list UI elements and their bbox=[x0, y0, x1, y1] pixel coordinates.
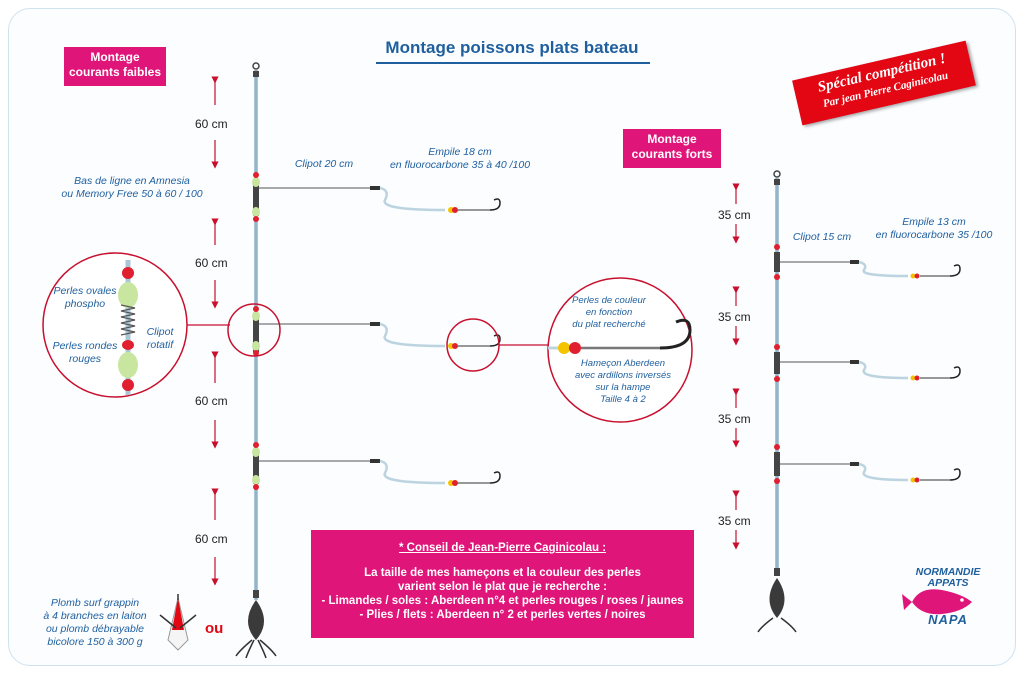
left-branch-1 bbox=[252, 172, 501, 222]
right-rig-heading: Montage courants forts bbox=[623, 129, 721, 168]
left-distance-1: 60 cm bbox=[195, 117, 228, 131]
conseil-line-3: - Limandes / soles : Aberdeen n°4 et per… bbox=[321, 595, 684, 607]
right-distance-4: 35 cm bbox=[718, 514, 751, 528]
left-branch-2 bbox=[252, 306, 501, 356]
page-title: Montage poissons plats bateau bbox=[385, 38, 639, 57]
plomb-label: Plomb surf grappin à 4 branches en laito… bbox=[43, 597, 147, 648]
left-branch-3 bbox=[252, 442, 501, 490]
left-rig-heading: Montage courants faibles bbox=[64, 47, 166, 86]
left-distance-2: 60 cm bbox=[195, 256, 228, 270]
left-clipot-label: Clipot 20 cm bbox=[294, 158, 354, 170]
logo-line-2: APPATS bbox=[927, 577, 969, 589]
right-branch-2 bbox=[774, 344, 961, 382]
left-distance-3: 60 cm bbox=[195, 394, 228, 408]
bas-de-ligne-label: Bas de ligne en Amnesia ou Memory Free 5… bbox=[61, 175, 203, 200]
conseil-line-4: - Plies / flets : Aberdeen n° 2 et perle… bbox=[359, 609, 646, 621]
logo-line-3: NAPA bbox=[928, 612, 968, 627]
conseil-line-1: La taille de mes hameçons et la couleur … bbox=[364, 567, 641, 579]
zoom-right-hook bbox=[446, 277, 693, 423]
right-clipot-label: Clipot 15 cm bbox=[792, 231, 852, 243]
conseil-box: * Conseil de Jean-Pierre Caginicolau : L… bbox=[311, 530, 694, 638]
right-distance-1: 35 cm bbox=[718, 208, 751, 222]
ou-label: ou bbox=[205, 620, 224, 637]
conseil-heading: * Conseil de Jean-Pierre Caginicolau : bbox=[398, 542, 607, 554]
zoom-left-beads bbox=[42, 252, 281, 398]
perles-rondes-label: Perles rondes rouges bbox=[52, 340, 118, 365]
perles-ovales-label: Perles ovales phospho bbox=[53, 285, 117, 310]
clipot-rotatif-label: Clipot rotatif bbox=[146, 326, 174, 351]
logo-line-1: NORMANDIE bbox=[915, 566, 981, 578]
left-sinker bbox=[235, 590, 277, 659]
left-distance-4: 60 cm bbox=[195, 532, 228, 546]
hamecon-label: Hameçon Aberdeen avec ardillons inversés… bbox=[574, 358, 672, 405]
right-distance-2: 35 cm bbox=[718, 310, 751, 324]
conseil-line-2: varient selon le plat que je recherche : bbox=[398, 581, 607, 593]
right-empile-label: Empile 13 cm en fluorocarbone 35 /100 bbox=[875, 216, 993, 241]
right-branch-3 bbox=[774, 444, 961, 484]
title-underline bbox=[376, 62, 650, 64]
napa-fish-logo bbox=[902, 589, 972, 615]
perles-couleur-label: Perles de couleur en fonction du plat re… bbox=[572, 295, 646, 330]
right-branch-1 bbox=[774, 244, 961, 280]
right-sinker bbox=[757, 568, 797, 633]
right-distance-3: 35 cm bbox=[718, 412, 751, 426]
debrayable-sinker bbox=[159, 594, 197, 651]
normandie-appats-logo: NORMANDIE APPATS NAPA bbox=[908, 566, 988, 630]
left-empile-label: Empile 18 cm en fluorocarbone 35 à 40 /1… bbox=[389, 146, 531, 171]
